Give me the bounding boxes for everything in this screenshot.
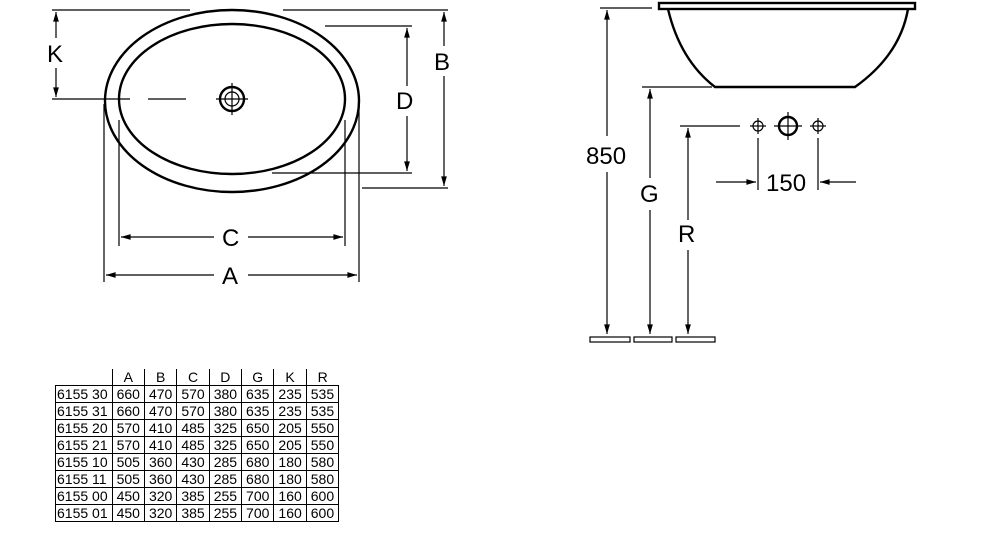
side-view: 850 G R xyxy=(586,1,917,343)
cell-g: 680 xyxy=(241,453,275,471)
cell-r: 535 xyxy=(305,385,340,403)
cell-a: 660 xyxy=(111,385,145,403)
cell-d: 325 xyxy=(208,436,243,454)
cell-c: 570 xyxy=(176,385,210,403)
cell-c: 570 xyxy=(176,402,210,420)
cell-a: 450 xyxy=(111,504,145,522)
cell-c: 385 xyxy=(176,504,210,522)
cell-d: 325 xyxy=(208,419,243,437)
cell-c: 485 xyxy=(176,436,210,454)
cell-c: 430 xyxy=(176,470,210,488)
table-row: 6155 31 660 470 570 380 635 235 535 xyxy=(55,402,340,420)
cell-model: 6155 30 xyxy=(55,385,113,403)
cell-model: 6155 00 xyxy=(55,487,113,505)
floor-line xyxy=(589,336,716,343)
cell-model: 6155 01 xyxy=(55,504,113,522)
table-row: 6155 00 450 320 385 255 700 160 600 xyxy=(55,487,340,505)
cell-b: 470 xyxy=(143,385,178,403)
cell-r: 600 xyxy=(305,487,340,505)
label-g: G xyxy=(640,181,659,208)
cell-d: 255 xyxy=(208,504,243,522)
cell-model: 6155 31 xyxy=(55,402,113,420)
cell-a: 660 xyxy=(111,402,145,420)
cell-c: 485 xyxy=(176,419,210,437)
cell-k: 160 xyxy=(273,487,307,505)
table-row: 6155 21 570 410 485 325 650 205 550 xyxy=(55,436,340,454)
table-row: 6155 11 505 360 430 285 680 180 580 xyxy=(55,470,340,488)
cell-c: 430 xyxy=(176,453,210,471)
table-header-model xyxy=(56,369,113,386)
cell-k: 205 xyxy=(273,436,307,454)
cell-r: 550 xyxy=(305,419,340,437)
cell-k: 180 xyxy=(273,470,307,488)
table-header-b: B xyxy=(143,369,177,386)
label-b: B xyxy=(434,49,450,76)
cell-g: 650 xyxy=(241,419,275,437)
cell-r: 600 xyxy=(305,504,340,522)
basin-outer-rim xyxy=(103,8,361,194)
table-header-d: D xyxy=(208,369,242,386)
cell-model: 6155 10 xyxy=(55,453,113,471)
cell-g: 635 xyxy=(241,402,275,420)
table-row: 6155 20 570 410 485 325 650 205 550 xyxy=(55,419,340,437)
table-row: 6155 30 660 470 570 380 635 235 535 xyxy=(55,385,340,403)
cell-g: 700 xyxy=(241,504,275,522)
cell-b: 320 xyxy=(143,504,178,522)
table-header-c: C xyxy=(176,369,210,386)
label-k: K xyxy=(47,41,63,68)
cell-r: 580 xyxy=(305,453,340,471)
table-row: 6155 10 505 360 430 285 680 180 580 xyxy=(55,453,340,471)
cell-k: 235 xyxy=(273,402,307,420)
cell-a: 505 xyxy=(111,470,145,488)
table-header-k: K xyxy=(273,369,307,386)
cell-r: 535 xyxy=(305,402,340,420)
plan-view: K B D C A xyxy=(47,8,450,290)
cell-b: 410 xyxy=(143,419,178,437)
table-header-a: A xyxy=(111,369,145,386)
label-r: R xyxy=(678,221,695,248)
basin-profile xyxy=(657,1,917,89)
cell-a: 505 xyxy=(111,453,145,471)
table-header-r: R xyxy=(305,369,339,386)
table-header-g: G xyxy=(241,369,274,386)
label-spacing-150: 150 xyxy=(766,170,806,197)
cell-model: 6155 21 xyxy=(55,436,113,454)
cell-r: 550 xyxy=(305,436,340,454)
cell-b: 360 xyxy=(143,453,178,471)
cell-k: 205 xyxy=(273,419,307,437)
cell-d: 285 xyxy=(208,453,243,471)
cell-b: 320 xyxy=(143,487,178,505)
cell-g: 635 xyxy=(241,385,275,403)
cell-g: 700 xyxy=(241,487,275,505)
drain-icon xyxy=(148,83,248,115)
cell-g: 680 xyxy=(241,470,275,488)
cell-k: 235 xyxy=(273,385,307,403)
dimensions-table: A B C D G K R 6155 30 660 470 570 380 63… xyxy=(55,369,340,522)
cell-k: 160 xyxy=(273,504,307,522)
cell-b: 410 xyxy=(143,436,178,454)
cell-a: 570 xyxy=(111,419,145,437)
cell-b: 470 xyxy=(143,402,178,420)
cell-g: 650 xyxy=(241,436,275,454)
table-row: 6155 01 450 320 385 255 700 160 600 xyxy=(55,504,340,522)
table-header-row: A B C D G K R xyxy=(56,369,339,386)
label-a: A xyxy=(222,263,238,290)
cell-d: 255 xyxy=(208,487,243,505)
label-d: D xyxy=(396,88,413,115)
cell-a: 570 xyxy=(111,436,145,454)
cell-d: 285 xyxy=(208,470,243,488)
cell-d: 380 xyxy=(208,402,243,420)
cell-a: 450 xyxy=(111,487,145,505)
cell-k: 180 xyxy=(273,453,307,471)
cell-b: 360 xyxy=(143,470,178,488)
cell-model: 6155 11 xyxy=(55,470,113,488)
cell-model: 6155 20 xyxy=(55,419,113,437)
cell-r: 580 xyxy=(305,470,340,488)
label-c: C xyxy=(222,225,239,252)
label-height-850: 850 xyxy=(586,143,626,170)
cell-d: 380 xyxy=(208,385,243,403)
cell-c: 385 xyxy=(176,487,210,505)
tap-connections-icon xyxy=(750,112,826,140)
